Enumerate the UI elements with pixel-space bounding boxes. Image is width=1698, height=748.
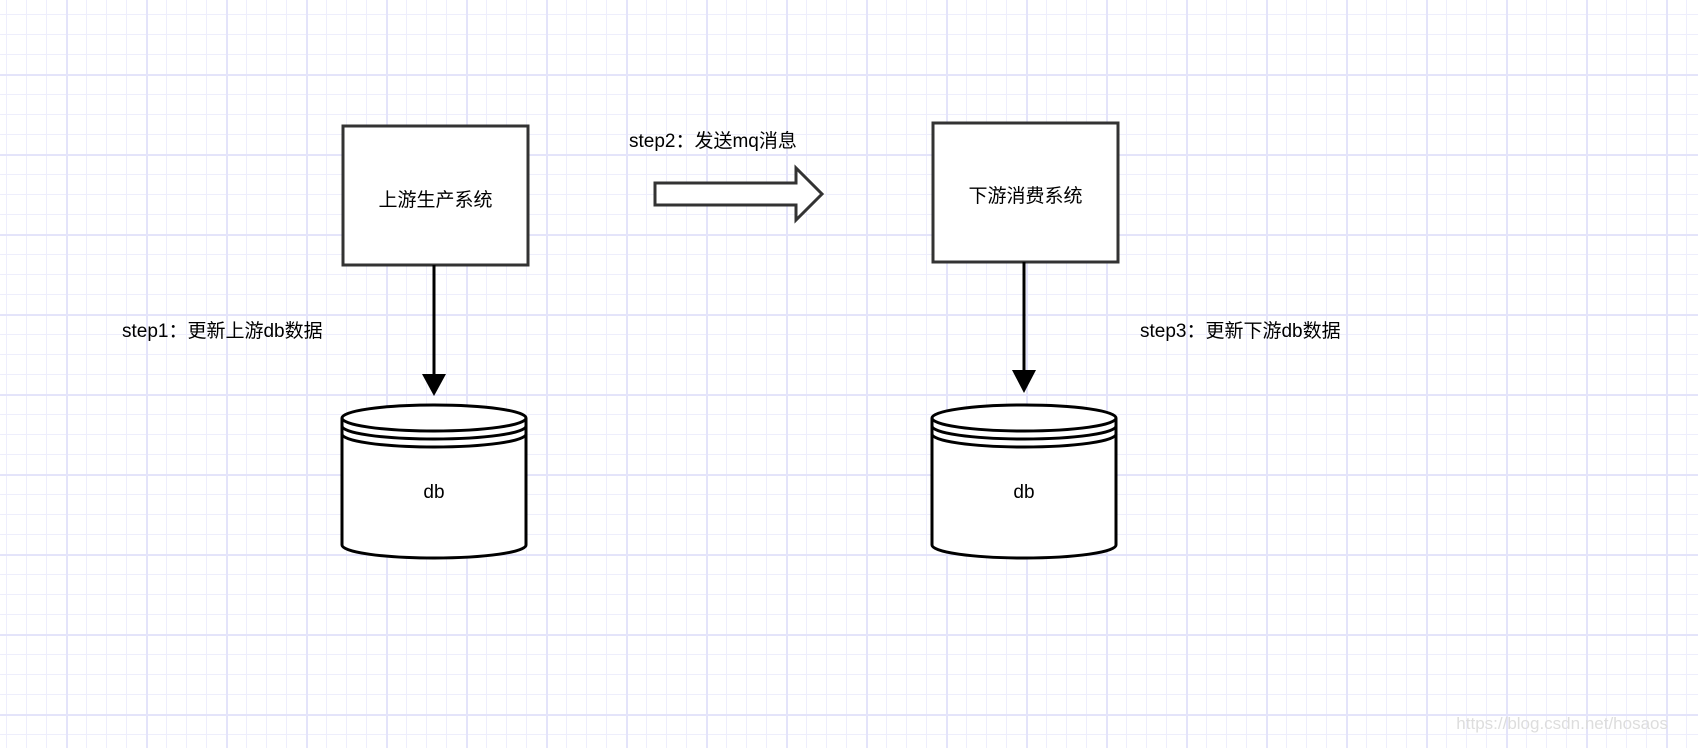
step1-arrow-head: [422, 374, 446, 396]
upstream-db-label: db: [423, 482, 445, 503]
upstream-system-label: 上游生产系统: [378, 190, 493, 211]
downstream-system-label: 下游消费系统: [968, 186, 1083, 207]
step2-label: step2：发送mq消息: [629, 131, 797, 152]
downstream-db-label: db: [1013, 482, 1035, 503]
step3-arrow-head: [1012, 370, 1036, 393]
upstream-db-cylinder[interactable]: [340, 403, 528, 560]
source-credit: https://blog.csdn.net/hosaos: [1456, 714, 1668, 733]
step2-hollow-arrow: [653, 164, 825, 224]
downstream-db-cylinder[interactable]: [930, 403, 1118, 560]
step3-label: step3：更新下游db数据: [1140, 321, 1341, 342]
step1-label: step1：更新上游db数据: [122, 321, 323, 342]
downstream-system-box[interactable]: [931, 121, 1120, 264]
upstream-system-box[interactable]: [341, 124, 530, 267]
